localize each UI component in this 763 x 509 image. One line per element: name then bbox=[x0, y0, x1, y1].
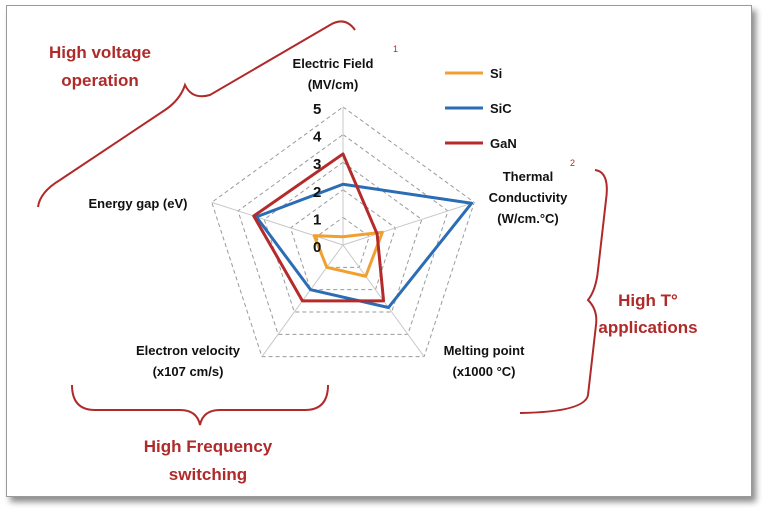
tick-label-1: 1 bbox=[313, 211, 321, 228]
series-sic-polygon bbox=[254, 182, 474, 310]
annotation-high-voltage-line1: High voltage bbox=[49, 43, 151, 62]
legend-label-gan: GaN bbox=[490, 136, 517, 151]
grid-ring-1 bbox=[316, 216, 370, 268]
series-gan-polygon bbox=[252, 152, 386, 303]
tick-label-0: 0 bbox=[313, 239, 321, 256]
axis-label-3-line-0: Electron velocity bbox=[136, 343, 241, 358]
axis-label-2-line-1: (x1000 °C) bbox=[452, 364, 515, 379]
legend-label-si: Si bbox=[490, 66, 502, 81]
annotation-high-temp-line2: applications bbox=[598, 318, 697, 337]
tick-label-2: 2 bbox=[313, 184, 321, 201]
axis-label-0-line-0: Electric Field bbox=[293, 56, 374, 71]
annotation-high-freq-line2: switching bbox=[169, 465, 247, 484]
tick-label-3: 3 bbox=[313, 156, 321, 173]
annotation-high-temp-line1: High T° bbox=[618, 291, 678, 310]
grid-spoke-1 bbox=[342, 201, 475, 246]
brace-high-temp bbox=[519, 169, 608, 414]
tick-label-4: 4 bbox=[313, 129, 322, 146]
grid-spoke-4 bbox=[211, 201, 344, 246]
axis-label-3-line-1: (x107 cm/s) bbox=[153, 364, 224, 379]
annotation-high-voltage-line2: operation bbox=[61, 71, 138, 90]
axis-superscript-0: 1 bbox=[393, 44, 398, 54]
grid-ring-5 bbox=[211, 106, 475, 358]
legend-label-sic: SiC bbox=[490, 101, 512, 116]
axis-label-2-line-0: Melting point bbox=[444, 343, 526, 358]
tick-label-5: 5 bbox=[313, 101, 321, 118]
axis-label-0-line-1: (MV/cm) bbox=[308, 77, 359, 92]
axis-label-1-line-1: Conductivity bbox=[489, 190, 568, 205]
axis-superscript-1: 2 bbox=[570, 158, 575, 168]
brace-high-voltage bbox=[37, 20, 356, 208]
axis-label-1-line-0: Thermal bbox=[503, 169, 554, 184]
grid-ring-2 bbox=[289, 189, 397, 291]
axis-label-4-line-0: Energy gap (eV) bbox=[89, 196, 188, 211]
annotation-high-freq-line1: High Frequency bbox=[144, 437, 273, 456]
brace-high-freq bbox=[71, 384, 329, 426]
axis-label-1-line-2: (W/cm.°C) bbox=[497, 211, 559, 226]
